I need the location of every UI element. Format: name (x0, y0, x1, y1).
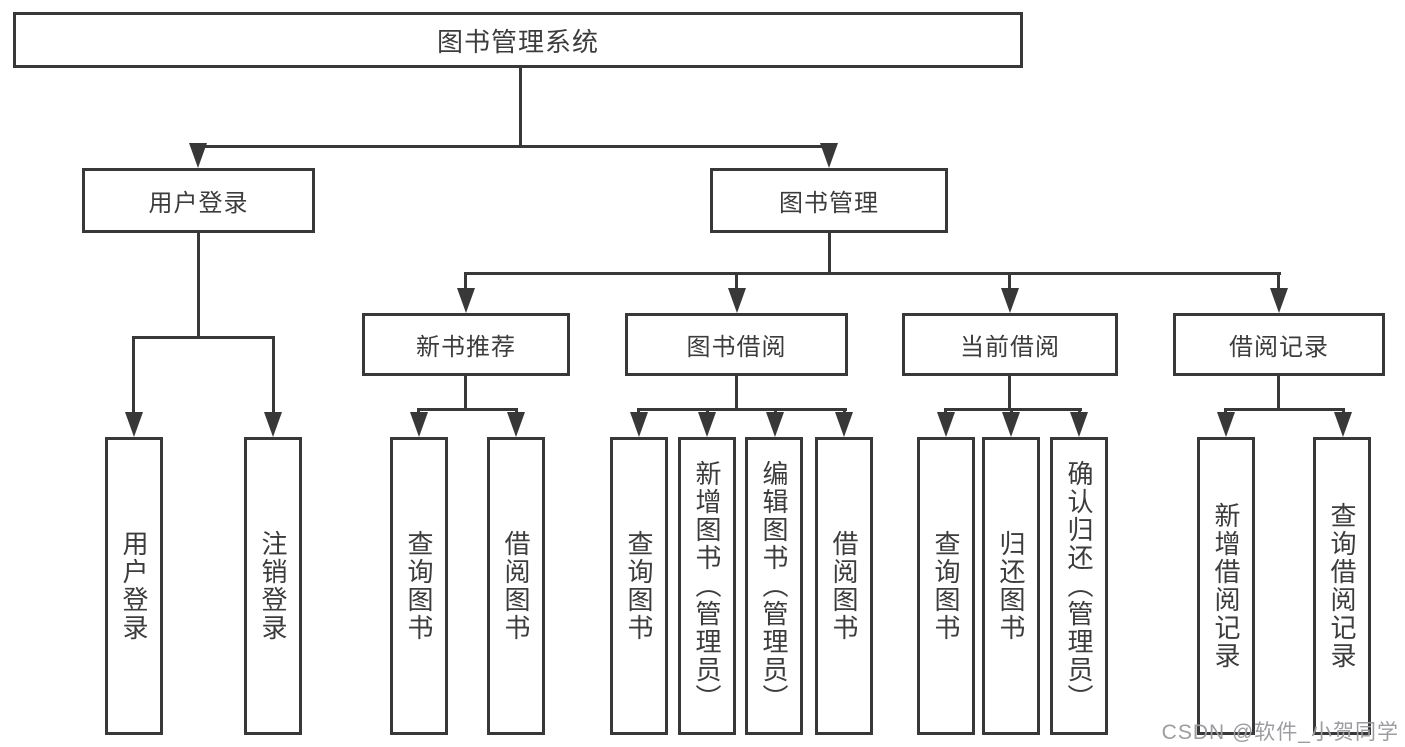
connector-line (944, 408, 1082, 411)
node-label: 查询图书 (404, 530, 434, 642)
connector-line (132, 336, 135, 412)
leaf-add-borrow-record: 新增借阅记录 (1197, 437, 1255, 735)
connector-line (417, 408, 518, 411)
node-new-book-recommend: 新书推荐 (362, 313, 570, 376)
leaf-borrow-book-recommend: 借阅图书 (487, 437, 545, 735)
node-label: 查询借阅记录 (1327, 502, 1357, 670)
node-borrow-records: 借阅记录 (1173, 313, 1385, 376)
connector-line (944, 408, 947, 414)
connector-line (1224, 408, 1345, 411)
connector-line (843, 408, 846, 414)
connector-line (464, 376, 467, 411)
leaf-query-borrow-record: 查询借阅记录 (1313, 437, 1371, 735)
node-label: 图书借阅 (686, 334, 787, 361)
arrow-down-icon (728, 288, 746, 313)
connector-line (774, 408, 777, 414)
node-user-login: 用户登录 (82, 168, 315, 233)
connector-line (735, 376, 738, 411)
node-label: 归还图书 (996, 530, 1026, 642)
connector-line (519, 68, 522, 148)
leaf-edit-book-admin: 编辑图书（管理员） (745, 437, 803, 735)
connector-line (706, 408, 709, 414)
connector-line (272, 336, 275, 412)
arrow-down-icon (507, 412, 525, 437)
node-label: 新增图书（管理员） (692, 460, 722, 712)
node-label: 图书管理 (779, 190, 879, 217)
leaf-borrow-book: 借阅图书 (815, 437, 873, 735)
arrow-down-icon (1001, 288, 1019, 313)
arrow-down-icon (125, 412, 143, 437)
connector-line (828, 233, 831, 275)
arrow-down-icon (264, 412, 282, 437)
arrow-down-icon (698, 412, 716, 437)
node-root: 图书管理系统 (13, 12, 1023, 68)
leaf-confirm-return-admin: 确认归还（管理员） (1050, 437, 1108, 735)
leaf-user-login: 用户登录 (105, 437, 163, 735)
connector-line (1342, 408, 1345, 414)
connector-line (417, 408, 420, 414)
connector-line (1010, 408, 1013, 414)
node-book-management: 图书管理 (710, 168, 948, 233)
node-label: 编辑图书（管理员） (759, 460, 789, 712)
connector-line (1078, 408, 1081, 414)
arrow-down-icon (1334, 412, 1352, 437)
leaf-return-book: 归还图书 (982, 437, 1040, 735)
arrow-down-icon (766, 412, 784, 437)
arrow-down-icon (937, 412, 955, 437)
connector-line (515, 408, 518, 414)
node-label: 查询图书 (624, 530, 654, 642)
node-label: 借阅图书 (501, 530, 531, 642)
connector-line (197, 233, 200, 339)
node-label: 新书推荐 (416, 334, 516, 361)
arrow-down-icon (835, 412, 853, 437)
arrow-down-icon (1270, 288, 1288, 313)
connector-line (1224, 408, 1227, 414)
leaf-query-book-recommend: 查询图书 (390, 437, 448, 735)
arrow-down-icon (1002, 412, 1020, 437)
connector-line (464, 272, 467, 288)
connector-line (1008, 272, 1011, 288)
arrow-down-icon (1070, 412, 1088, 437)
leaf-query-book-borrow: 查询图书 (610, 437, 668, 735)
connector-line (637, 408, 640, 414)
arrow-down-icon (820, 143, 838, 168)
node-label: 用户登录 (119, 530, 149, 642)
node-label: 新增借阅记录 (1211, 502, 1241, 670)
node-label: 确认归还（管理员） (1064, 460, 1094, 712)
arrow-down-icon (410, 412, 428, 437)
node-label: 图书管理系统 (436, 26, 599, 57)
node-label: 注销登录 (258, 530, 288, 642)
connector-line (1277, 376, 1280, 411)
node-book-borrow: 图书借阅 (625, 313, 848, 376)
connector-line (132, 336, 275, 339)
leaf-logout: 注销登录 (244, 437, 302, 735)
connector-line (735, 272, 738, 288)
node-label: 借阅记录 (1229, 334, 1329, 361)
node-label: 查询图书 (931, 530, 961, 642)
node-label: 当前借阅 (960, 334, 1060, 361)
node-label: 用户登录 (148, 190, 249, 217)
node-label: 借阅图书 (829, 530, 859, 642)
arrow-down-icon (457, 288, 475, 313)
connector-line (637, 408, 847, 411)
connector-line (1008, 376, 1011, 411)
arrow-down-icon (630, 412, 648, 437)
connector-line (196, 145, 831, 148)
arrow-down-icon (189, 143, 207, 168)
connector-line (1277, 272, 1280, 288)
leaf-add-book-admin: 新增图书（管理员） (678, 437, 736, 735)
csdn-watermark: CSDN @软件_小贺同学 (1161, 721, 1399, 744)
leaf-query-book-current: 查询图书 (917, 437, 975, 735)
node-current-borrow: 当前借阅 (902, 313, 1118, 376)
arrow-down-icon (1217, 412, 1235, 437)
connector-line (464, 272, 1281, 275)
